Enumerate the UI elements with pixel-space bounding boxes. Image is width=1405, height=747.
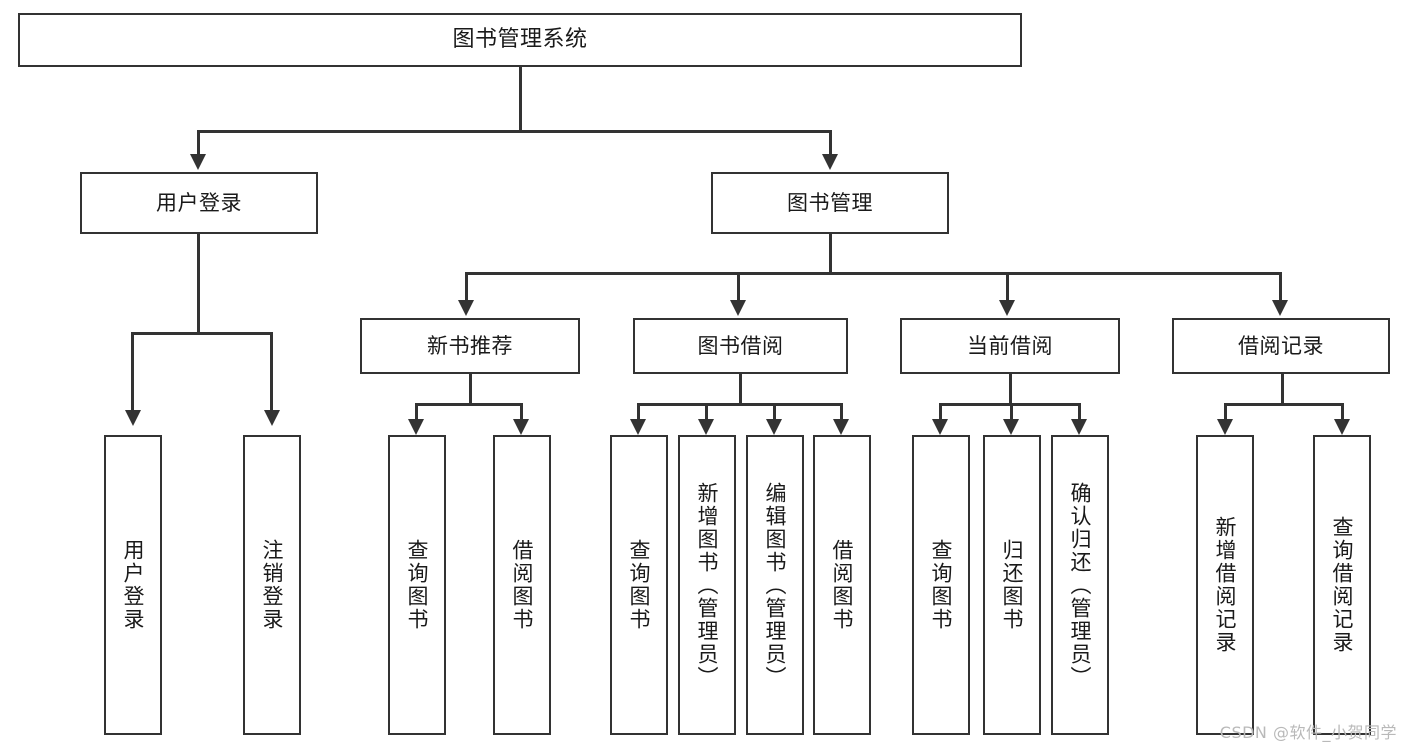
connector-br-to-leaf-2 [1341,403,1344,421]
arrowhead-br-leaf-2 [1334,419,1350,435]
connector-cb-to-leaf-1 [939,403,942,421]
connector-book-management-stem [829,234,832,274]
node-label: 新增图书（管理员） [695,481,720,689]
connector-root-to-book-management [829,130,832,156]
node-label: 新书推荐 [427,333,513,358]
node-label: 查询借阅记录 [1330,516,1355,654]
leaf-borrow-records-query[interactable]: 查询借阅记录 [1313,435,1371,735]
leaf-user-login-logout[interactable]: 注销登录 [243,435,301,735]
arrowhead-bb-leaf-4 [833,419,849,435]
arrowhead-user-login-leaf-1 [125,410,141,426]
node-label: 查询图书 [929,539,954,631]
connector-user-login-to-leaf-1 [131,332,134,412]
arrowhead-bm-new-book [458,300,474,316]
connector-new-book-stem [469,374,472,405]
node-label: 确认归还（管理员） [1068,481,1093,689]
arrowhead-cb-leaf-1 [932,419,948,435]
node-label: 用户登录 [156,190,242,215]
node-label: 图书管理 [787,190,873,215]
arrowhead-br-leaf-1 [1217,419,1233,435]
connector-bm-to-borrow-records [1279,272,1282,302]
leaf-current-borrow-confirm-return[interactable]: 确认归还（管理员） [1051,435,1109,735]
connector-borrow-records-bus [1224,403,1343,406]
node-label: 图书管理系统 [452,27,588,53]
arrowhead-bb-leaf-1 [630,419,646,435]
connector-current-borrow-bus [939,403,1080,406]
connector-bb-to-leaf-2 [705,403,708,421]
node-new-book-recommend[interactable]: 新书推荐 [360,318,580,374]
node-label: 当前借阅 [967,333,1053,358]
connector-bb-to-leaf-1 [637,403,640,421]
connector-user-login-stem [197,234,200,334]
connector-borrow-records-stem [1281,374,1284,405]
node-label: 用户登录 [121,539,146,631]
connector-current-borrow-stem [1009,374,1012,405]
node-current-borrow[interactable]: 当前借阅 [900,318,1120,374]
connector-bm-to-book-borrow [737,272,740,302]
leaf-book-borrow-edit[interactable]: 编辑图书（管理员） [746,435,804,735]
node-book-management-system[interactable]: 图书管理系统 [18,13,1022,67]
connector-cb-to-leaf-3 [1078,403,1081,421]
node-label: 查询图书 [405,539,430,631]
node-label: 查询图书 [627,539,652,631]
leaf-new-book-borrow[interactable]: 借阅图书 [493,435,551,735]
connector-user-login-to-leaf-2 [270,332,273,412]
connector-nb-to-leaf-2 [520,403,523,421]
connector-nb-to-leaf-1 [415,403,418,421]
connector-root-stem [519,67,522,132]
arrowhead-bm-book-borrow [730,300,746,316]
arrowhead-root-to-user-login [190,154,206,170]
connector-root-bus [197,130,831,133]
connector-cb-to-leaf-2 [1010,403,1013,421]
connector-new-book-bus [415,403,522,406]
connector-book-management-bus [465,272,1281,275]
connector-br-to-leaf-1 [1224,403,1227,421]
leaf-user-login-login[interactable]: 用户登录 [104,435,162,735]
leaf-book-borrow-add[interactable]: 新增图书（管理员） [678,435,736,735]
node-label: 新增借阅记录 [1213,516,1238,654]
node-label: 借阅记录 [1238,333,1324,358]
node-user-login[interactable]: 用户登录 [80,172,318,234]
arrowhead-bb-leaf-2 [698,419,714,435]
leaf-current-borrow-query[interactable]: 查询图书 [912,435,970,735]
arrowhead-user-login-leaf-2 [264,410,280,426]
arrowhead-bm-current-borrow [999,300,1015,316]
node-label: 注销登录 [260,539,285,631]
node-book-borrow[interactable]: 图书借阅 [633,318,848,374]
arrowhead-root-to-book-management [822,154,838,170]
arrowhead-bb-leaf-3 [766,419,782,435]
arrowhead-nb-leaf-1 [408,419,424,435]
leaf-new-book-query[interactable]: 查询图书 [388,435,446,735]
node-label: 借阅图书 [830,539,855,631]
connector-user-login-bus [131,332,270,335]
arrowhead-cb-leaf-3 [1071,419,1087,435]
connector-bm-to-current-borrow [1006,272,1009,302]
connector-root-to-user-login [197,130,200,156]
node-label: 编辑图书（管理员） [763,481,788,689]
connector-book-borrow-stem [739,374,742,405]
node-label: 借阅图书 [510,539,535,631]
node-book-management[interactable]: 图书管理 [711,172,949,234]
node-label: 归还图书 [1000,539,1025,631]
connector-book-borrow-bus [637,403,842,406]
arrowhead-cb-leaf-2 [1003,419,1019,435]
node-borrow-records[interactable]: 借阅记录 [1172,318,1390,374]
leaf-current-borrow-return[interactable]: 归还图书 [983,435,1041,735]
arrowhead-nb-leaf-2 [513,419,529,435]
connector-bb-to-leaf-4 [840,403,843,421]
connector-bb-to-leaf-3 [773,403,776,421]
leaf-book-borrow-borrow[interactable]: 借阅图书 [813,435,871,735]
arrowhead-bm-borrow-records [1272,300,1288,316]
leaf-borrow-records-add[interactable]: 新增借阅记录 [1196,435,1254,735]
node-label: 图书借阅 [697,333,784,358]
connector-bm-to-new-book [465,272,468,302]
leaf-book-borrow-query[interactable]: 查询图书 [610,435,668,735]
